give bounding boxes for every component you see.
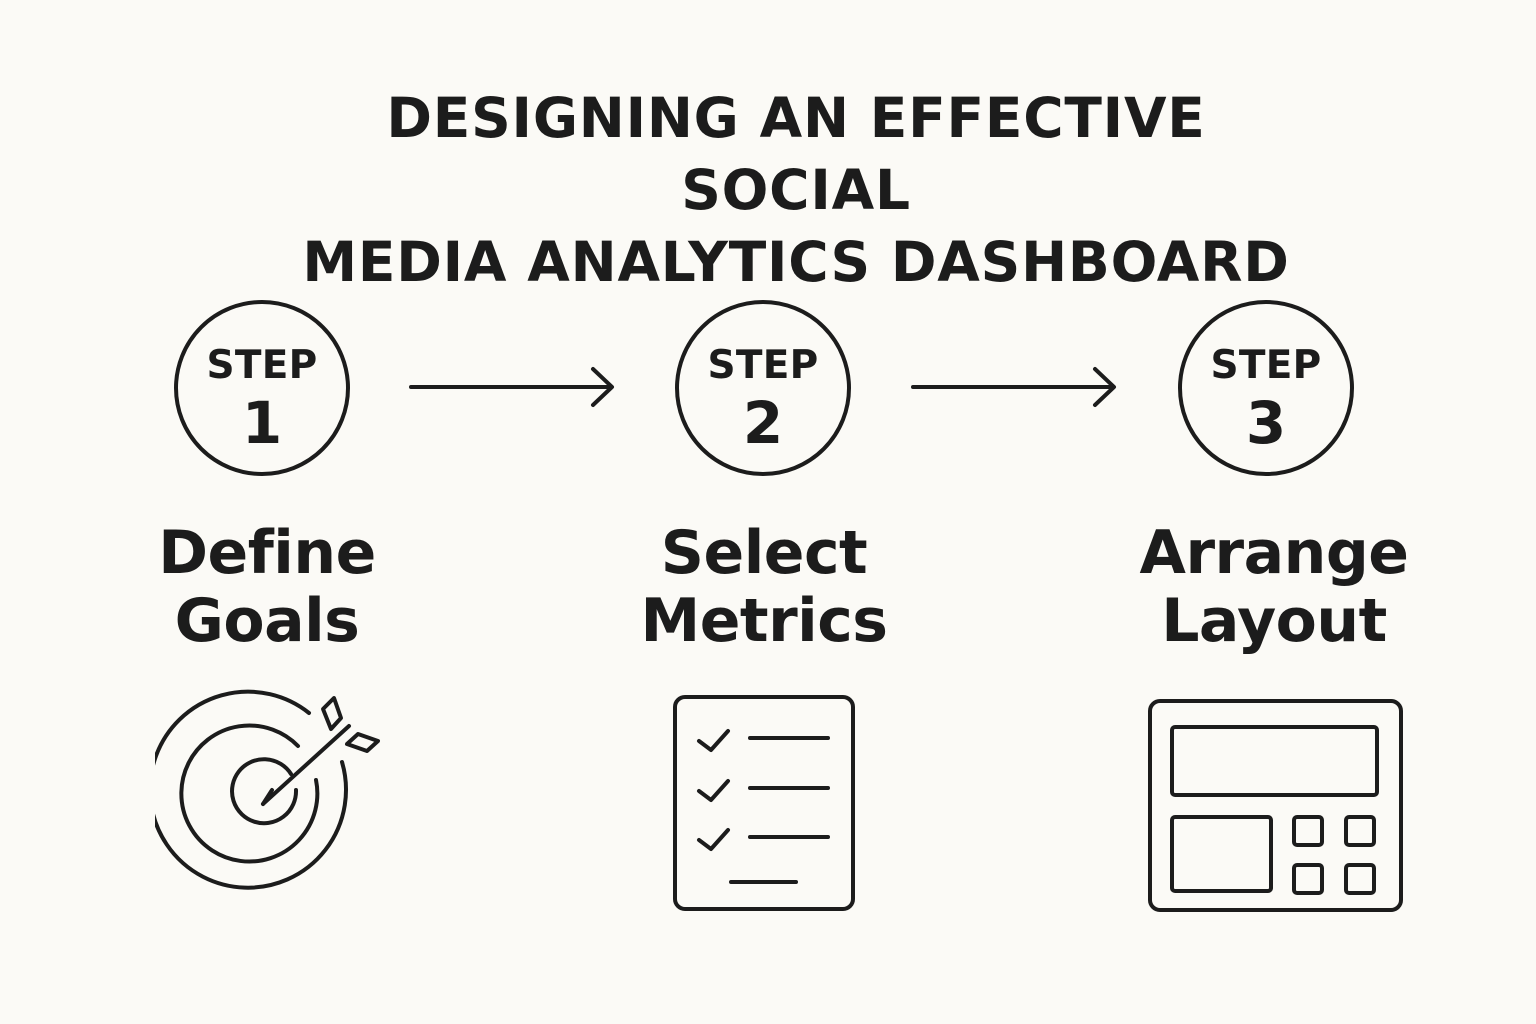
step-2-label-line-1: Select <box>660 518 868 588</box>
step-1-word: STEP <box>206 343 318 388</box>
step-2-label: Select Metrics <box>604 519 924 655</box>
step-3-label: Arrange Layout <box>1114 519 1434 655</box>
step-2-circle: STEP 2 <box>675 300 851 476</box>
step-3-number: 3 <box>1245 389 1287 457</box>
step-2-label-line-2: Metrics <box>640 586 888 656</box>
step-2-word: STEP <box>707 343 819 388</box>
step-2-number: 2 <box>742 389 784 457</box>
step-1-label-line-2: Goals <box>174 586 360 656</box>
step-1-number: 1 <box>241 389 283 457</box>
checklist-icon <box>673 695 855 911</box>
page-title-line-1: DESIGNING AN EFFECTIVE SOCIAL <box>386 86 1206 222</box>
page-title-line-2: MEDIA ANALYTICS DASHBOARD <box>302 230 1290 294</box>
step-3-circle: STEP 3 <box>1178 300 1354 476</box>
step-3-label-line-1: Arrange <box>1139 518 1409 588</box>
arrow-right-icon <box>911 367 1116 407</box>
step-3-label-line-2: Layout <box>1161 586 1387 656</box>
step-1-label: Define Goals <box>107 519 427 655</box>
step-1-label-line-1: Define <box>158 518 376 588</box>
arrow-right-icon <box>409 367 614 407</box>
page-title: DESIGNING AN EFFECTIVE SOCIAL MEDIA ANAL… <box>268 82 1324 298</box>
target-arrow-icon <box>155 689 380 890</box>
step-1-circle: STEP 1 <box>174 300 350 476</box>
step-3-word: STEP <box>1210 343 1322 388</box>
layout-grid-icon <box>1148 699 1403 912</box>
